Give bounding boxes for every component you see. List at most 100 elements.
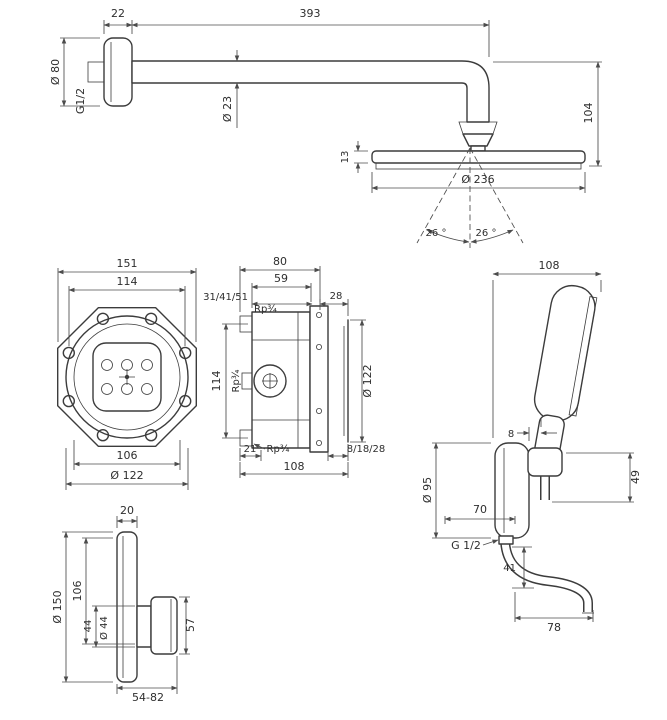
dim-total-depth: 108 xyxy=(239,460,349,478)
thread-bottom-label: Rp¾ xyxy=(267,444,290,455)
thread-side-label: Rp¾ xyxy=(231,369,242,392)
thread-bottom-callout: Rp¾ xyxy=(253,443,290,455)
dim-arm-length: 393 xyxy=(131,7,490,57)
dim-outlet-offset-label: 70 xyxy=(473,503,487,516)
spray-line-right xyxy=(469,147,524,244)
dim-bolt-spacing: 114 xyxy=(68,275,186,346)
dim-holder-height-label: 49 xyxy=(629,470,642,484)
mounting-plate xyxy=(309,305,329,453)
wall-thread-stub xyxy=(87,61,105,83)
dim-front-width-label: 151 xyxy=(117,257,138,270)
function-block xyxy=(92,342,162,412)
port-hole xyxy=(101,383,113,395)
spray-angle-right-label: 26 ° xyxy=(476,228,497,239)
dim-head-diameter: Ø 236 xyxy=(371,172,586,193)
dim-sleeve-height: 44 xyxy=(83,605,135,648)
dim-install-depth-options: 31/41/51 xyxy=(203,292,313,307)
spray-line-left xyxy=(416,147,471,244)
dim-thermostat-plate-diameter-label: Ø 150 xyxy=(51,590,64,623)
dim-trim-gap: 28 xyxy=(319,291,349,316)
shower-hose xyxy=(500,537,593,612)
valve-body xyxy=(251,311,311,449)
spray-face xyxy=(375,162,582,170)
dim-adjust-range: 8/18/28 xyxy=(327,444,386,461)
thermostat-knob xyxy=(150,596,178,655)
flange-inner-circle xyxy=(73,323,181,431)
dim-flange-diameter: Ø 80 xyxy=(49,37,100,107)
dim-install-depth-range: 54-82 xyxy=(116,656,178,704)
dim-total-depth-label: 108 xyxy=(284,460,305,473)
holder-bracket xyxy=(527,447,563,477)
port-hole xyxy=(141,383,153,395)
view-thermostat: 20 Ø 150 106 44 Ø 44 57 xyxy=(51,504,197,704)
dim-port-spacing: 114 xyxy=(210,323,248,439)
dim-stub-depth-label: 21 xyxy=(244,444,257,455)
swivel-stub xyxy=(470,145,486,152)
port-hole xyxy=(101,359,113,371)
spray-angle-left-label: 26 ° xyxy=(426,228,447,239)
dim-stub-depth: 21 xyxy=(239,444,262,461)
dim-install-depth-options-label: 31/41/51 xyxy=(203,292,248,303)
port-hole xyxy=(141,359,153,371)
view-basic-set-front: 151 114 106 Ø 122 xyxy=(57,257,198,490)
dim-inner-diameter: 106 xyxy=(73,440,181,470)
hose-thread-callout: G 1/2 xyxy=(451,539,499,552)
dim-arm-length-label: 393 xyxy=(300,7,321,20)
center-cross xyxy=(119,369,135,385)
dim-head-diameter-label: Ø 236 xyxy=(461,173,494,186)
hose-nut xyxy=(498,535,514,545)
dim-front-width: 151 xyxy=(57,257,197,342)
dim-knob-height-label: 57 xyxy=(184,618,197,632)
plate-hole xyxy=(315,407,322,414)
plate-hole xyxy=(315,311,322,318)
thermostat-plate xyxy=(116,531,138,683)
dim-plate-depth: 20 xyxy=(116,504,138,528)
valve-body-contours xyxy=(252,312,310,448)
thread-label: G1/2 xyxy=(74,88,87,114)
dim-plate-diameter: Ø 95 xyxy=(421,442,491,539)
dim-front-flange-diameter-label: Ø 122 xyxy=(110,469,143,482)
dim-trim-gap-label: 28 xyxy=(330,291,343,302)
dim-overall-depth: 80 xyxy=(239,255,321,312)
dim-arm-diameter-label: Ø 23 xyxy=(221,96,234,122)
thermostat-sleeve xyxy=(136,605,152,648)
dim-knob-height: 57 xyxy=(179,596,197,655)
dim-projection: 108 xyxy=(492,259,602,292)
swivel-cone xyxy=(462,133,494,147)
dim-mount-height-label: 106 xyxy=(71,581,84,602)
view-overhead-shower: 22 393 Ø 80 G1/2 Ø 23 104 xyxy=(49,7,602,248)
shower-head xyxy=(371,150,586,164)
dim-plate-depth-label: 20 xyxy=(120,504,134,517)
dim-hose-sweep-label: 78 xyxy=(547,621,561,634)
dim-drop-label: 41 xyxy=(503,563,516,574)
dim-body-depth: 59 xyxy=(251,272,312,308)
dim-plate-diameter-label: Ø 95 xyxy=(421,477,434,503)
dim-body-depth-label: 59 xyxy=(274,272,288,285)
dim-port-spacing-label: 114 xyxy=(210,371,223,392)
cartridge-cross xyxy=(262,373,278,389)
view-basic-set-side: 80 59 31/41/51 28 Rp¾ 114 Rp¾ xyxy=(203,255,385,478)
dim-arm-diameter: Ø 23 xyxy=(221,50,240,128)
outlet-plate xyxy=(494,442,530,539)
hand-shower-head xyxy=(533,284,596,422)
plate-hole xyxy=(315,343,322,350)
dim-flange-diameter-label: Ø 80 xyxy=(49,59,62,85)
dim-holder-height: 49 xyxy=(552,452,642,503)
hose-thread-label: G 1/2 xyxy=(451,539,481,552)
dim-overall-depth-label: 80 xyxy=(273,255,287,268)
flange-outer-circle xyxy=(65,315,189,439)
dim-sleeve-diameter-label: Ø 44 xyxy=(98,616,110,640)
dim-inner-diameter-label: 106 xyxy=(117,449,138,462)
dim-gap-label: 8 xyxy=(508,429,514,440)
dim-bolt-spacing-label: 114 xyxy=(117,275,138,288)
dim-front-flange-diameter: Ø 122 xyxy=(65,448,189,490)
view-hand-shower: 108 8 Ø 95 70 G 1/2 41 xyxy=(421,259,642,634)
dim-wall-offset-label: 22 xyxy=(111,7,125,20)
dim-head-thickness: 13 xyxy=(340,141,368,173)
dim-install-depth-range-label: 54-82 xyxy=(132,691,164,704)
dim-adjust-range-label: 8/18/28 xyxy=(347,444,386,455)
dim-mount-height: 106 xyxy=(71,537,135,645)
hand-shower-body xyxy=(533,284,598,461)
